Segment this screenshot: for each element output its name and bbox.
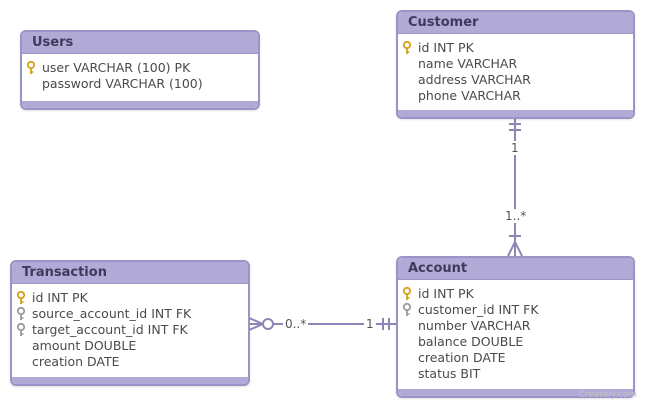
- transaction-attr-3: amount DOUBLE: [12, 338, 248, 354]
- users-attr-text: password VARCHAR (100): [42, 76, 203, 91]
- customer-attributes: id INT PK name VARCHAR address VARCHAR p…: [398, 34, 633, 104]
- transaction-attr-2: target_account_id INT FK: [12, 322, 248, 338]
- transaction-account-to-label: 1: [364, 317, 376, 331]
- account-attr-text: creation DATE: [418, 350, 506, 365]
- users-entity[interactable]: Users user VARCHAR (100) PK password VAR…: [20, 30, 260, 110]
- customer-attr-3: phone VARCHAR: [398, 88, 633, 104]
- transaction-attr-text: target_account_id INT FK: [32, 322, 188, 337]
- key-icon: [402, 287, 412, 300]
- account-attr-5: status BIT: [398, 366, 633, 382]
- transaction-attr-text: id INT PK: [32, 290, 88, 305]
- transaction-account-from-label: 0..*: [283, 317, 309, 331]
- users-title: Users: [22, 32, 258, 54]
- customer-attr-2: address VARCHAR: [398, 72, 633, 88]
- users-attr-1: password VARCHAR (100): [22, 76, 258, 92]
- account-attr-4: creation DATE: [398, 350, 633, 366]
- transaction-crowfoot-top: [248, 317, 264, 325]
- account-attr-0: id INT PK: [398, 286, 633, 302]
- customer-title: Customer: [398, 12, 633, 34]
- key-icon: [16, 291, 26, 304]
- customer-attr-0: id INT PK: [398, 40, 633, 56]
- account-attr-text: balance DOUBLE: [418, 334, 524, 349]
- customer-attr-text: id INT PK: [418, 40, 474, 55]
- transaction-attr-1: source_account_id INT FK: [12, 306, 248, 322]
- transaction-attr-text: source_account_id INT FK: [32, 306, 192, 321]
- account-title: Account: [398, 258, 633, 280]
- customer-attr-text: phone VARCHAR: [418, 88, 521, 103]
- customer-attr-text: address VARCHAR: [418, 72, 531, 87]
- key-icon: [402, 303, 412, 316]
- transaction-attr-text: amount DOUBLE: [32, 338, 137, 353]
- customer-attr-1: name VARCHAR: [398, 56, 633, 72]
- account-entity[interactable]: Account id INT PK customer_id INT FK num…: [396, 256, 635, 398]
- customer-account-to-label: 1..*: [503, 209, 529, 223]
- users-attr-0: user VARCHAR (100) PK: [22, 60, 258, 76]
- account-footer: [398, 389, 633, 396]
- transaction-title: Transaction: [12, 262, 248, 284]
- customer-entity[interactable]: Customer id INT PK name VARCHAR address …: [396, 10, 635, 119]
- customer-account-from-label: 1: [509, 141, 521, 155]
- key-icon: [26, 61, 36, 74]
- transaction-attr-text: creation DATE: [32, 354, 120, 369]
- account-attr-text: customer_id INT FK: [418, 302, 539, 317]
- account-crowfoot-right: [514, 241, 523, 257]
- account-attr-text: number VARCHAR: [418, 318, 531, 333]
- account-crowfoot-left: [507, 241, 516, 257]
- account-attr-text: status BIT: [418, 366, 481, 381]
- account-attr-3: balance DOUBLE: [398, 334, 633, 350]
- customer-attr-text: name VARCHAR: [418, 56, 518, 71]
- users-attr-text: user VARCHAR (100) PK: [42, 60, 191, 75]
- users-attributes: user VARCHAR (100) PK password VARCHAR (…: [22, 54, 258, 92]
- transaction-footer: [12, 377, 248, 384]
- customer-footer: [398, 110, 633, 117]
- transaction-attr-0: id INT PK: [12, 290, 248, 306]
- transaction-attr-4: creation DATE: [12, 354, 248, 370]
- transaction-crowfoot-bottom: [248, 323, 264, 331]
- users-footer: [22, 101, 258, 108]
- transaction-zero-circle: [262, 318, 274, 330]
- transaction-entity[interactable]: Transaction id INT PK source_account_id …: [10, 260, 250, 386]
- watermark: Creately.com: [578, 390, 637, 400]
- key-icon: [16, 323, 26, 336]
- transaction-attributes: id INT PK source_account_id INT FK targe…: [12, 284, 248, 370]
- account-attr-text: id INT PK: [418, 286, 474, 301]
- account-attr-2: number VARCHAR: [398, 318, 633, 334]
- account-attr-1: customer_id INT FK: [398, 302, 633, 318]
- account-attributes: id INT PK customer_id INT FK number VARC…: [398, 280, 633, 382]
- key-icon: [16, 307, 26, 320]
- key-icon: [402, 41, 412, 54]
